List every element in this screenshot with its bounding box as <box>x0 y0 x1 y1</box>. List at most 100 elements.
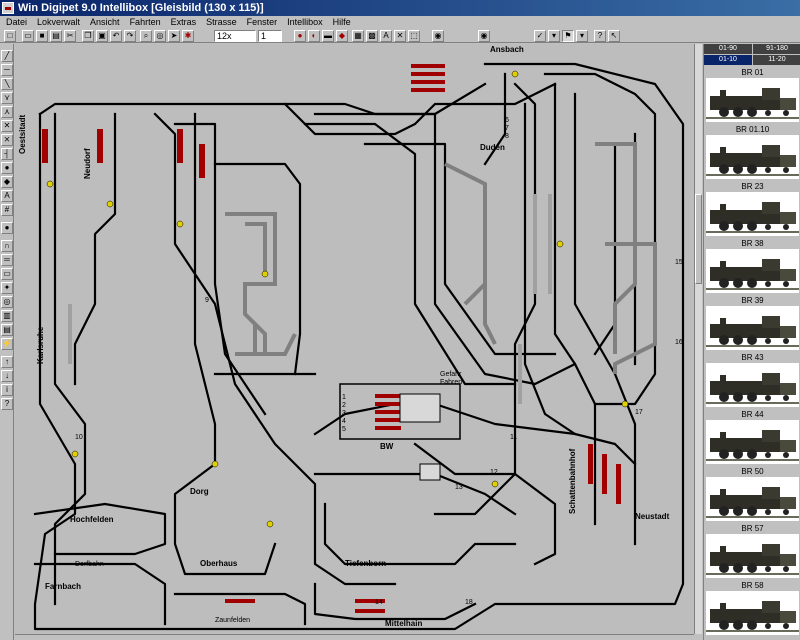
arrow-down-icon[interactable]: ↓ <box>1 370 13 382</box>
loco-card[interactable]: BR 01.10 <box>704 125 800 181</box>
light-icon[interactable]: ✦ <box>1 282 13 294</box>
eraser-icon[interactable]: ✕ <box>394 30 406 42</box>
signal-icon[interactable] <box>556 240 564 248</box>
buffer-icon[interactable]: ┤ <box>1 148 13 160</box>
loco-card[interactable]: BR 57 <box>704 524 800 580</box>
draw-curve-icon[interactable]: ╲ <box>1 78 13 90</box>
block-icon[interactable]: ▬ <box>322 30 334 42</box>
decoder-icon[interactable]: ▤ <box>1 324 13 336</box>
crossing-icon[interactable]: ✕ <box>1 120 13 132</box>
loco-control-icon[interactable]: ◉ <box>478 30 490 42</box>
turnout-icon[interactable]: ◐ <box>308 30 320 42</box>
grid-icon[interactable]: ▦ <box>352 30 364 42</box>
check-icon[interactable]: ✓ <box>534 30 546 42</box>
red-signal-icon[interactable]: ● <box>1 222 13 234</box>
turntable-icon[interactable] <box>399 393 441 423</box>
signal-icon[interactable] <box>266 520 274 528</box>
switch-right-icon[interactable]: ⋏ <box>1 106 13 118</box>
track-plan[interactable]: Oestsitadt Neudorf Karlsruhe Duden Ansba… <box>15 44 694 634</box>
turntable-icon[interactable]: ◎ <box>1 296 13 308</box>
signal-icon[interactable] <box>491 480 499 488</box>
power-icon[interactable]: ⚡ <box>1 338 13 350</box>
draw-track-icon[interactable]: ╱ <box>1 50 13 62</box>
find-icon[interactable]: ⌕ <box>140 30 152 42</box>
contact-icon[interactable]: ◆ <box>336 30 348 42</box>
question-icon[interactable]: ? <box>1 398 13 410</box>
horizontal-scroll-thumb[interactable] <box>15 635 694 640</box>
relay-box-icon[interactable] <box>419 463 441 481</box>
draw-straight-icon[interactable]: ─ <box>1 64 13 76</box>
menu-extras[interactable]: Extras <box>170 17 197 27</box>
tab-locos-11-20[interactable]: 11-20 <box>753 55 800 65</box>
select-icon[interactable]: ⬚ <box>408 30 420 42</box>
tab-locos-91-180[interactable]: 91-180 <box>753 44 800 54</box>
horizontal-scrollbar[interactable] <box>15 634 694 640</box>
signal-tool-icon[interactable]: ● <box>1 162 13 174</box>
cut-icon[interactable]: ✂ <box>64 30 76 42</box>
loco-card[interactable]: BR 38 <box>704 239 800 295</box>
help-icon[interactable]: ? <box>594 30 606 42</box>
com-icon[interactable]: ◉ <box>432 30 444 42</box>
signal-icon[interactable] <box>176 220 184 228</box>
bridge-icon[interactable]: ═ <box>1 254 13 266</box>
signal-icon[interactable] <box>106 200 114 208</box>
copy-icon[interactable]: ❐ <box>82 30 94 42</box>
flag-icon[interactable]: ⚑ <box>562 30 574 42</box>
info-icon[interactable]: i <box>1 384 13 396</box>
signal-icon[interactable] <box>621 400 629 408</box>
vertical-scrollbar[interactable] <box>694 44 702 634</box>
menu-fahrten[interactable]: Fahrten <box>129 17 161 27</box>
arrow-icon[interactable]: ➤ <box>168 30 180 42</box>
occupied-block <box>411 88 445 92</box>
relay-icon[interactable]: ▥ <box>1 310 13 322</box>
dropdown-icon[interactable]: ▾ <box>548 30 560 42</box>
menu-intellibox[interactable]: Intellibox <box>287 17 323 27</box>
new-file-icon[interactable]: □ <box>4 30 16 42</box>
signal-icon[interactable] <box>511 70 519 78</box>
menu-fenster[interactable]: Fenster <box>246 17 278 27</box>
track-diagram-canvas[interactable]: Oestsitadt Neudorf Karlsruhe Duden Ansba… <box>15 44 694 634</box>
redo-icon[interactable]: ↷ <box>124 30 136 42</box>
lock-icon[interactable]: ▩ <box>366 30 378 42</box>
signal-icon[interactable]: ● <box>294 30 306 42</box>
tab-locos-01-90[interactable]: 01-90 <box>704 44 752 54</box>
loco-card[interactable]: BR 23 <box>704 182 800 238</box>
signal-icon[interactable] <box>261 270 269 278</box>
vertical-scroll-thumb[interactable] <box>695 194 702 284</box>
zoom-icon[interactable]: ◎ <box>154 30 166 42</box>
menu-datei[interactable]: Datei <box>6 17 28 27</box>
pointer-icon[interactable]: ↖ <box>608 30 620 42</box>
loco-card[interactable]: BR 58 <box>704 581 800 637</box>
open-folder-icon[interactable]: ▭ <box>22 30 34 42</box>
save-icon[interactable]: ■ <box>36 30 48 42</box>
double-slip-icon[interactable]: ⨯ <box>1 134 13 146</box>
arrow-up-icon[interactable]: ↑ <box>1 356 13 368</box>
menu-lokverwaltung[interactable]: Lokverwalt <box>37 17 81 27</box>
contact-tool-icon[interactable]: ◆ <box>1 176 13 188</box>
menu-ansicht[interactable]: Ansicht <box>90 17 120 27</box>
route-icon[interactable]: ✱ <box>182 30 194 42</box>
loco-card[interactable]: BR 39 <box>704 296 800 352</box>
text-tool-icon[interactable]: A <box>1 190 13 202</box>
loco-card[interactable]: BR 43 <box>704 353 800 409</box>
signal-icon[interactable] <box>211 460 219 468</box>
tunnel-icon[interactable]: ∩ <box>1 240 13 252</box>
paste-icon[interactable]: ▣ <box>96 30 108 42</box>
menu-strasse[interactable]: Strasse <box>206 17 237 27</box>
platform-icon[interactable]: ▭ <box>1 268 13 280</box>
zoom-combo[interactable]: 12x <box>214 30 256 42</box>
undo-icon[interactable]: ↶ <box>110 30 122 42</box>
menu-hilfe[interactable]: Hilfe <box>332 17 351 27</box>
level-combo[interactable]: 1 <box>258 30 282 42</box>
loco-card[interactable]: BR 01 <box>704 68 800 124</box>
switch-left-icon[interactable]: ⋎ <box>1 92 13 104</box>
signal-icon[interactable] <box>46 180 54 188</box>
tab-locos-01-10[interactable]: 01-10 <box>704 55 752 65</box>
loco-card[interactable]: BR 50 <box>704 467 800 523</box>
signal-icon[interactable] <box>71 450 79 458</box>
loco-card[interactable]: BR 44 <box>704 410 800 466</box>
text-icon[interactable]: A <box>380 30 392 42</box>
flag-dropdown-icon[interactable]: ▾ <box>576 30 588 42</box>
print-icon[interactable]: ▤ <box>50 30 62 42</box>
number-tool-icon[interactable]: # <box>1 204 13 216</box>
